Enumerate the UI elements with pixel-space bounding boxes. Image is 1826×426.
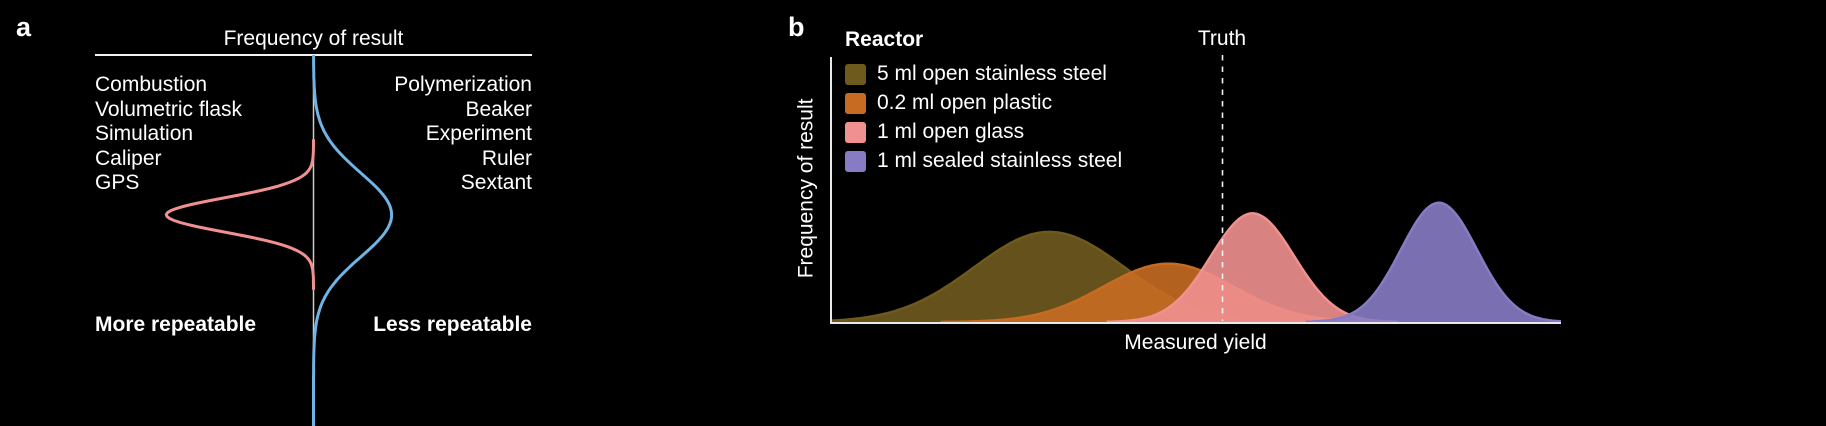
list-item: GPS [95,171,140,195]
panel-b: b Reactor 5 ml open stainless steel 0.2 m… [760,0,1826,426]
legend-label: 1 ml open glass [877,119,1025,143]
legend-swatch [845,121,866,143]
less-repeatable-caption: Less repeatable [373,313,532,336]
legend-item: 1 ml sealed stainless steel [845,147,1122,176]
legend-label: 5 ml open stainless steel [877,61,1107,85]
legend-swatch [845,63,866,85]
list-item: Polymerization [394,73,532,96]
list-item: Experiment [425,122,532,146]
list-item: Ruler [481,146,532,170]
distribution-fill-3 [1305,202,1561,322]
y-axis-label-wrap: Frequency of result [786,55,828,322]
distribution-outline-3 [1305,201,1561,323]
panel-a-curves [164,55,394,426]
legend-items: 5 ml open stainless steel 0.2 ml open pla… [845,60,1122,176]
legend: Reactor 5 ml open stainless steel 0.2 ml … [845,28,1122,176]
panel-a-label: a [16,12,32,42]
legend-label: 0.2 ml open plastic [877,90,1053,114]
distribution-curve-more-repeatable [164,138,315,291]
panel-b-label: b [788,12,805,42]
panel-a-axis-title: Frequency of result [223,27,404,50]
distribution-fill-2 [1106,213,1399,322]
more-repeatable-caption: More repeatable [95,313,257,336]
list-item: Simulation [95,122,194,146]
distribution-fill-0 [830,231,1313,322]
legend-swatch [845,150,866,172]
list-item: Beaker [465,97,532,121]
list-item: Caliper [95,146,162,170]
list-item: Sextant [460,171,532,195]
legend-swatch [845,92,866,114]
legend-item: 0.2 ml open plastic [845,89,1122,118]
distribution-curve-less-repeatable [312,55,394,426]
distribution-fill-1 [940,263,1397,322]
x-axis-label: Measured yield [1124,331,1267,354]
legend-title: Reactor [845,28,924,51]
legend-label: 1 ml sealed stainless steel [877,148,1123,172]
panel-a-chart [164,55,394,426]
y-axis-label: Frequency of result [794,98,818,279]
list-item: Combustion [95,73,208,96]
panel-b-curves [830,201,1561,324]
panel-b-chart [830,55,1561,324]
legend-item: 1 ml open glass [845,118,1122,147]
list-item: Volumetric flask [95,97,243,121]
legend-item: 5 ml open stainless steel [845,60,1122,89]
truth-label: Truth [1197,27,1247,50]
